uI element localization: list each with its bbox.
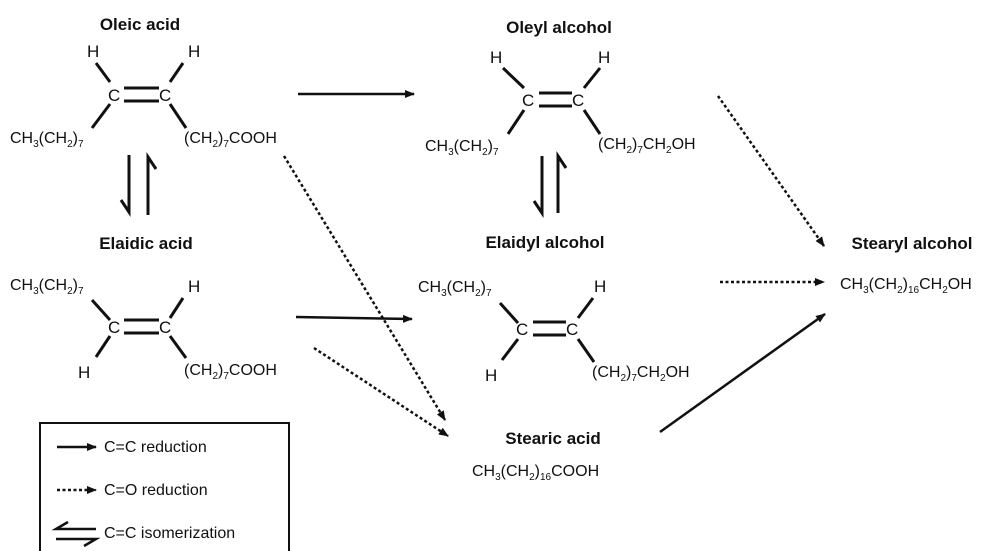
oleic-acid-left-chain: CH3(CH2)7 (10, 130, 84, 150)
bond-line (506, 109, 526, 135)
oleic-acid-structure (90, 62, 188, 129)
carbon-atom: C (516, 320, 528, 339)
elaidic-acid-structure (90, 297, 188, 359)
elaidic-acid: Elaidic acid CH3(CH2)7 H C C H (CH2)7COO… (10, 234, 277, 382)
oleyl-alcohol-title: Oleyl alcohol (506, 18, 612, 37)
carbon-atom: C (572, 91, 584, 110)
bond-line (501, 66, 526, 90)
legend-label-co-reduction: C=O reduction (104, 482, 208, 499)
carbon-atom: C (159, 318, 171, 337)
bond-line (582, 109, 602, 135)
bond-line (168, 297, 185, 319)
elaidic-acid-right-chain: (CH2)7COOH (184, 362, 277, 382)
elaidyl-alcohol-left-chain: CH3(CH2)7 (418, 279, 492, 299)
hydrogen-atom: H (78, 363, 90, 382)
bond-line (90, 298, 112, 322)
hydrogen-atom: H (598, 48, 610, 67)
hydrogen-atom: H (485, 366, 497, 385)
isomerization-down-half-arrow (119, 155, 131, 217)
oleyl-alcohol-right-chain: (CH2)7CH2OH (598, 136, 696, 156)
bond-line (90, 103, 112, 129)
oleyl-alcohol-structure (501, 66, 602, 135)
elaidic-to-elaidyl-arrow (295, 314, 413, 323)
bond-line (94, 335, 112, 358)
stearic-acid: Stearic acid CH3(CH2)16COOH (472, 429, 601, 483)
carbon-atom: C (108, 86, 120, 105)
legend-label-cc-reduction: C=C reduction (104, 439, 207, 456)
hydrogen-atom: H (87, 42, 99, 61)
bond-line (576, 297, 595, 319)
oleyl-to-stearyl-arrow (716, 95, 826, 247)
elaidyl-alcohol-structure (498, 297, 596, 363)
oleic-acid: Oleic acid H H C C CH3(CH2)7 (CH2)7COOH (10, 15, 277, 150)
bond-line (582, 67, 602, 89)
elaidic-to-stearic-arrow (313, 346, 449, 438)
oleic-acid-title: Oleic acid (100, 15, 180, 34)
alcohol-isomerization-equilibrium (532, 151, 568, 218)
isomerization-down-half-arrow (532, 156, 544, 218)
bond-line (500, 338, 520, 361)
acid-isomerization-equilibrium (119, 152, 158, 217)
stearyl-alcohol: Stearyl alcohol CH3(CH2)16CH2OH (840, 234, 972, 296)
oleic-to-stearic-arrow (282, 155, 447, 421)
stearic-acid-to-stearyl-alcohol-arrow (659, 312, 826, 434)
oleyl-alcohol: Oleyl alcohol H H C C CH3(CH2)7 (CH2)7CH… (425, 18, 696, 158)
bond-line (94, 62, 112, 83)
legend-box (39, 422, 290, 551)
hydrogen-atom: H (594, 277, 606, 296)
hydrogen-atom: H (490, 48, 502, 67)
carbon-atom: C (159, 86, 171, 105)
bond-line (168, 335, 188, 359)
legend-equilibrium-arrow (51, 520, 101, 548)
stearic-acid-title: Stearic acid (505, 429, 600, 448)
elaidyl-alcohol-right-chain: (CH2)7CH2OH (592, 364, 690, 384)
elaidic-acid-title: Elaidic acid (99, 234, 193, 253)
carbon-atom: C (522, 91, 534, 110)
carbon-atom: C (108, 318, 120, 337)
stearic-acid-formula: CH3(CH2)16COOH (472, 463, 599, 483)
stearyl-alcohol-formula: CH3(CH2)16CH2OH (840, 276, 972, 296)
bond-line (498, 301, 520, 325)
carbon-atom: C (566, 320, 578, 339)
legend: C=C reduction C=O reduction C=C isomeriz… (39, 422, 290, 551)
hydrogen-atom: H (188, 277, 200, 296)
oleic-acid-right-chain: (CH2)7COOH (184, 130, 277, 150)
isomerization-up-half-arrow (556, 151, 568, 213)
stearyl-alcohol-title: Stearyl alcohol (852, 234, 973, 253)
bond-line (168, 103, 188, 129)
reaction-arrows (282, 90, 826, 438)
bond-line (576, 338, 596, 363)
isomerization-up-half-arrow (146, 152, 158, 215)
elaidic-acid-left-chain: CH3(CH2)7 (10, 277, 84, 297)
oleyl-alcohol-left-chain: CH3(CH2)7 (425, 138, 499, 158)
legend-label-cc-isomerization: C=C isomerization (104, 525, 235, 542)
hydrogen-atom: H (188, 42, 200, 61)
elaidyl-alcohol: Elaidyl alcohol CH3(CH2)7 H C C H (CH2)7… (418, 233, 690, 385)
elaidyl-alcohol-title: Elaidyl alcohol (485, 233, 604, 252)
bond-line (168, 62, 185, 83)
